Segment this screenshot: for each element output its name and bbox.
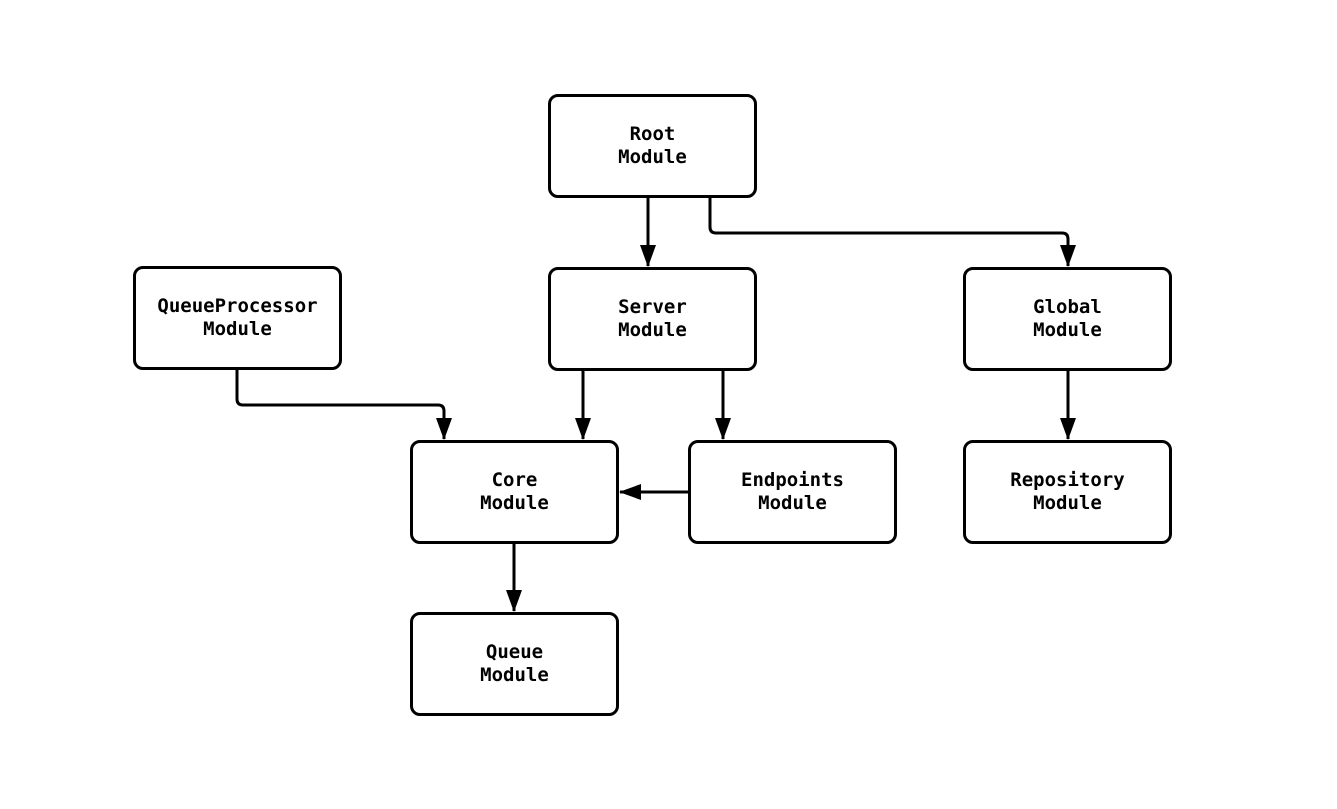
node-label-line: QueueProcessor [157,295,318,317]
node-label-line: Module [1033,319,1102,341]
node-label-line: Global [1033,296,1102,318]
node-label-line: Endpoints [741,469,844,491]
node-label-line: Module [618,146,687,168]
node-label-line: Module [758,492,827,514]
node-label-line: Repository [1010,469,1125,491]
node-label-line: Module [203,318,272,340]
node-queueprocessor-module: QueueProcessor Module [133,266,342,370]
node-label-line: Module [618,319,687,341]
node-repository-module: Repository Module [963,440,1172,544]
node-label-line: Server [618,296,687,318]
node-core-module: Core Module [410,440,619,544]
node-label-line: Queue [485,641,544,663]
node-queue-module: Queue Module [410,612,619,716]
node-label-line: Core [491,469,538,491]
node-root-module: Root Module [548,94,757,198]
edge-queueprocessor-to-core [235,370,452,440]
node-label-line: Module [480,492,549,514]
node-label-line: Module [480,664,549,686]
node-label-line: Root [629,123,676,145]
node-label-line: Module [1033,492,1102,514]
node-server-module: Server Module [548,267,757,371]
edge-root-to-global [708,198,1076,267]
node-global-module: Global Module [963,267,1172,371]
node-endpoints-module: Endpoints Module [688,440,897,544]
